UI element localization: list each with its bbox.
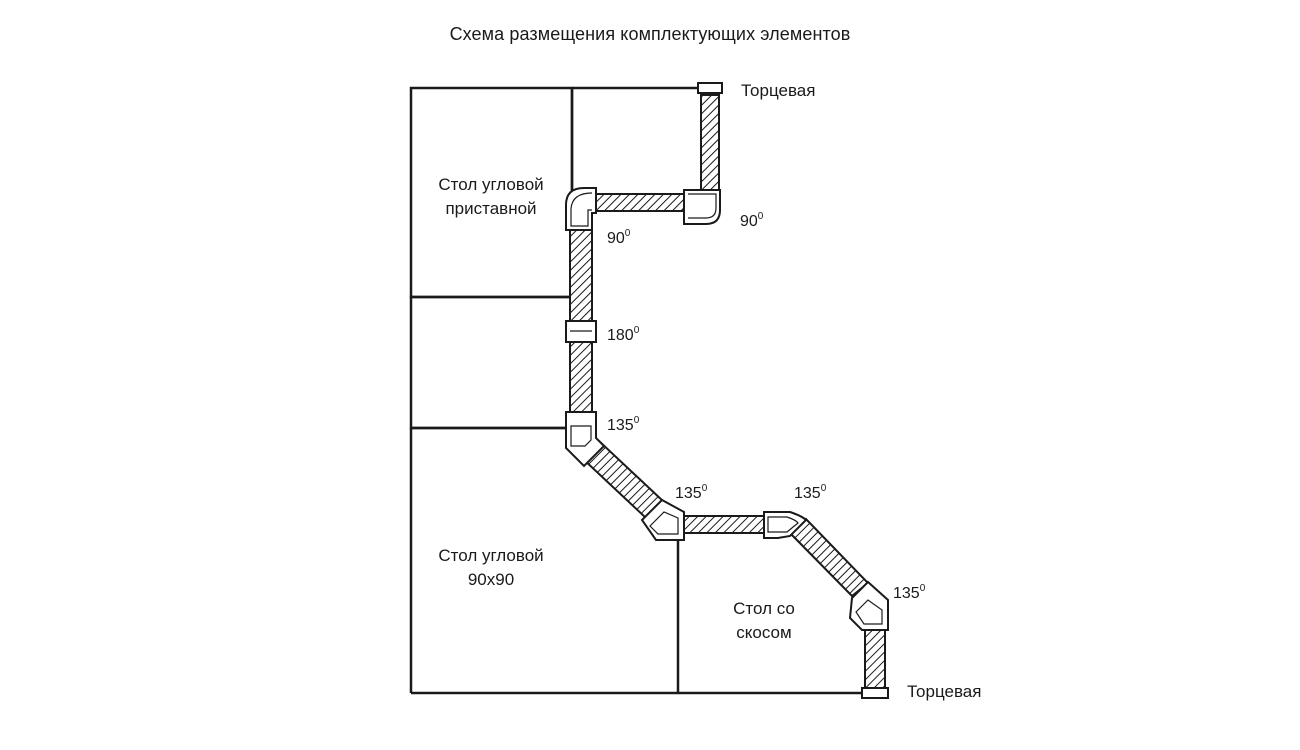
end-cap-top	[697, 82, 723, 94]
table-bevel-label-line-2: скосом	[736, 623, 791, 642]
angle-label-bend-2: 1350	[675, 483, 708, 502]
end-cap-top-label: Торцевая	[741, 81, 815, 100]
angle-labels: 900 900 1800 1350 1350 1350 1350	[607, 211, 926, 602]
connector-90-top-right	[683, 189, 721, 225]
table-middle-outline	[409, 295, 573, 430]
profile-segment-left-upper	[569, 227, 593, 322]
connectors	[565, 82, 889, 699]
angle-label-bend-3: 1350	[794, 483, 827, 502]
angle-label-top-left: 900	[607, 228, 631, 247]
table-labels: Стол угловой приставной Стол угловой 90x…	[438, 175, 795, 642]
profile-segments	[569, 94, 886, 689]
diagram-title: Схема размещения комплектующих элементов	[449, 24, 851, 44]
end-cap-bottom-label: Торцевая	[907, 682, 981, 701]
angle-label-bend-1: 1350	[607, 415, 640, 434]
end-cap-bottom	[861, 687, 889, 699]
profile-segment-diagonal-2	[788, 517, 870, 598]
end-cap-labels: Торцевая Торцевая	[741, 81, 981, 701]
profile-segment-bottom-vertical	[864, 629, 886, 689]
table-corner-attached-label-line-1: Стол угловой	[438, 175, 543, 194]
profile-segment-left-lower	[569, 341, 593, 413]
table-corner-attached-label-line-2: приставной	[445, 199, 536, 218]
table-corner-90-label-line-1: Стол угловой	[438, 546, 543, 565]
angle-label-bend-4: 1350	[893, 583, 926, 602]
profile-segment-bottom-horizontal	[683, 515, 765, 534]
angle-label-top-right: 900	[740, 211, 764, 230]
profile-segment-top-vertical	[700, 94, 720, 191]
table-bevel-label-line-1: Стол со	[733, 599, 795, 618]
profile-segment-top-horizontal	[595, 193, 697, 212]
table-corner-90-label-line-2: 90x90	[468, 570, 514, 589]
connector-135-bend-2	[640, 498, 685, 541]
angle-label-straight: 1800	[607, 325, 640, 344]
